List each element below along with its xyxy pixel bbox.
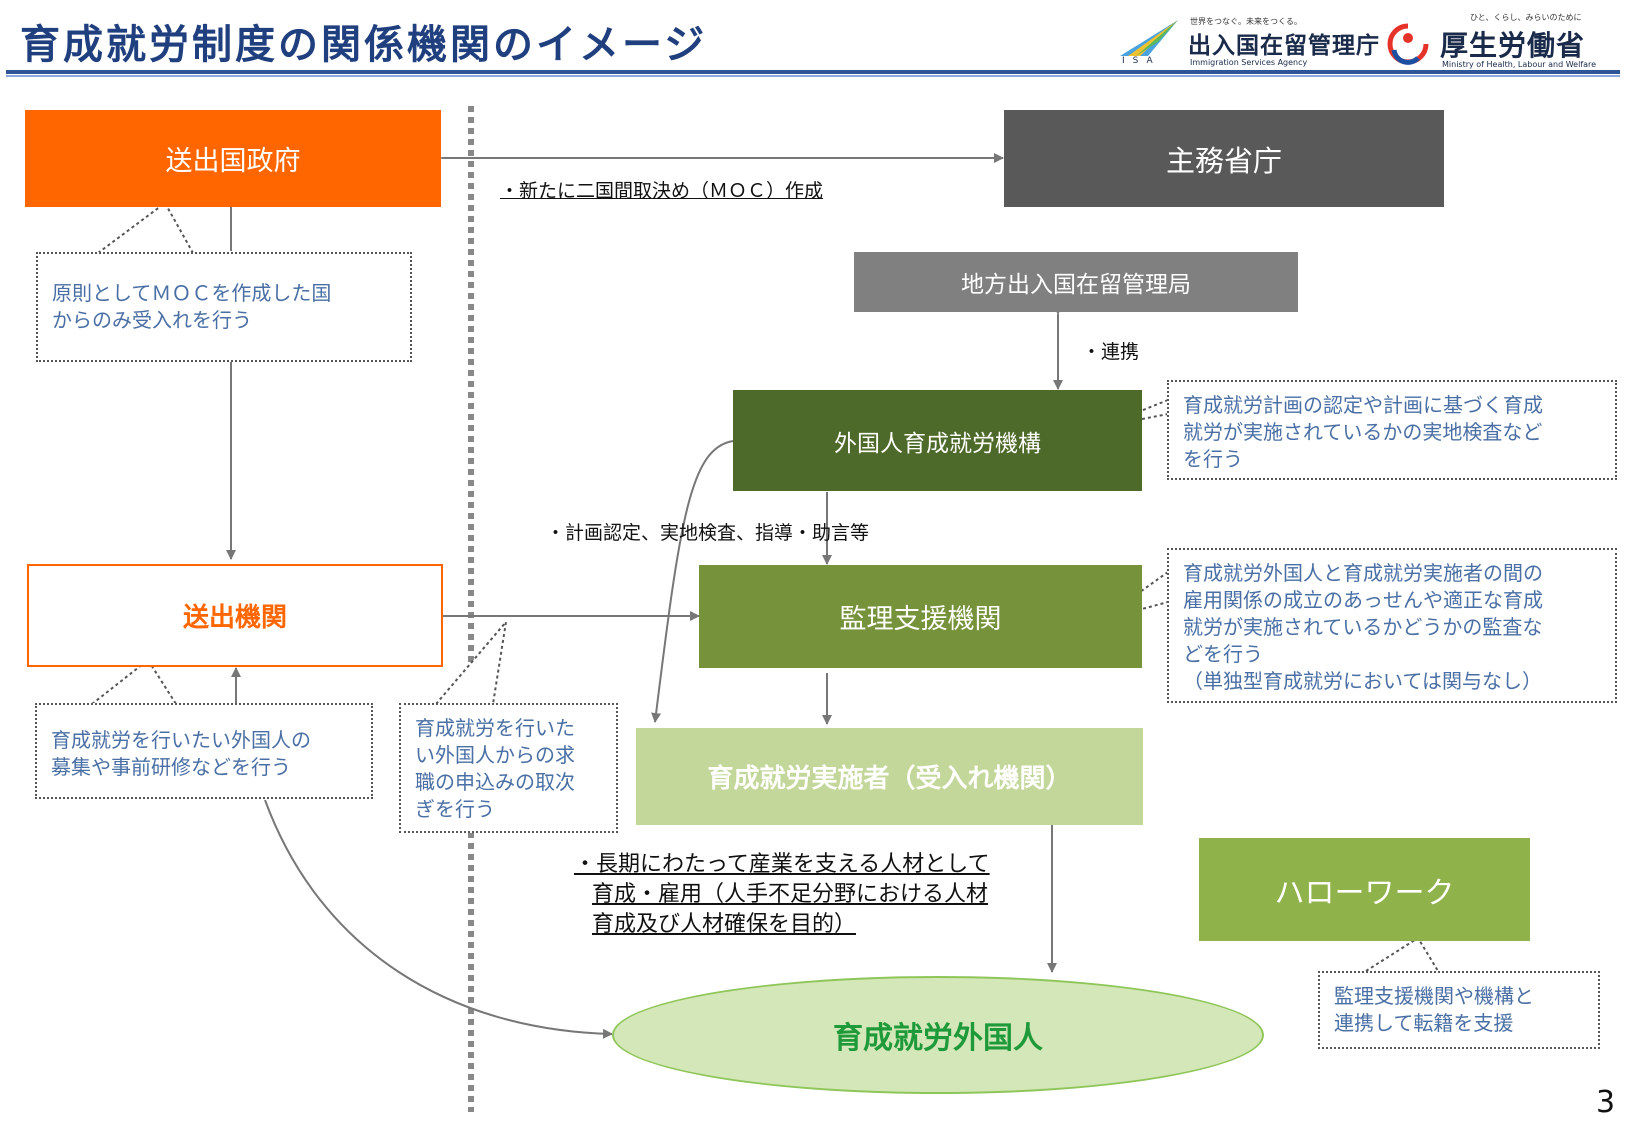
- note-line: 募集や事前研修などを行う: [51, 755, 291, 779]
- page-title: 育成就労制度の関係機関のイメージ: [20, 22, 708, 68]
- note-line: 就労が実施されているかどうかの監査な: [1183, 615, 1543, 639]
- mhlw-tagline: ひと、くらし、みらいのために: [1470, 13, 1582, 22]
- note-line: 育成就労を行いた: [415, 716, 575, 740]
- title-underline-light: [6, 75, 1620, 77]
- note-supervisory-role: 育成就労外国人と育成就労実施者の間の 雇用関係の成立のあっせんや適正な育成 就労…: [1167, 548, 1617, 703]
- mhlw-logo: ひと、くらし、みらいのために 厚生労働省 Ministry of Health,…: [1384, 10, 1604, 70]
- note-line: 育成就労を行いたい外国人の: [51, 728, 311, 752]
- note-sending-agency-role: 育成就労を行いたい外国人の 募集や事前研修などを行う: [35, 703, 373, 799]
- label-cooperation: ・連携: [1082, 341, 1140, 363]
- node-hello-work: ハローワーク: [1199, 838, 1530, 941]
- note-line: 育成就労外国人と育成就労実施者の間の: [1183, 561, 1543, 585]
- note-line: 連携して転籍を支援: [1334, 1011, 1514, 1035]
- org-to-implementer-curve: [651, 440, 734, 723]
- label-plan-certification: ・計画認定、実地検査、指導・助言等: [546, 522, 870, 544]
- callout-pointer-job: [435, 618, 508, 705]
- callout-pointer-agency: [91, 658, 177, 705]
- node-competent-ministries: 主務省庁: [1004, 110, 1444, 207]
- label-long-term-line: ・長期にわたって産業を支える人材として: [574, 852, 990, 877]
- node-foreign-trainee: 育成就労外国人: [612, 976, 1264, 1094]
- label-long-term-line: 育成及び人材確保を目的）: [592, 912, 857, 937]
- note-line: ぎを行う: [415, 797, 495, 821]
- note-line: い外国人からの求: [415, 743, 575, 767]
- callout-pointer-moc: [97, 201, 194, 254]
- node-sending-government: 送出国政府: [25, 110, 441, 207]
- note-line: 雇用関係の成立のあっせんや適正な育成: [1183, 588, 1543, 612]
- node-regional-immigration: 地方出入国在留管理局: [854, 252, 1298, 312]
- isa-english: Immigration Services Agency: [1190, 58, 1308, 67]
- isa-name: 出入国在留管理庁: [1188, 33, 1380, 59]
- note-line: 原則としてＭＯＣを作成した国: [52, 281, 332, 305]
- isa-abbr: ISA: [1122, 56, 1161, 66]
- note-job-application: 育成就労を行いた い外国人からの求 職の申込みの取次 ぎを行う: [399, 703, 618, 833]
- callout-pointer-hellowork: [1365, 936, 1439, 972]
- note-line: 育成就労計画の認定や計画に基づく育成: [1183, 393, 1543, 417]
- node-implementer: 育成就労実施者（受入れ機関）: [636, 728, 1143, 825]
- node-supervisory-support: 監理支援機関: [699, 565, 1142, 668]
- mhlw-name: 厚生労働省: [1440, 29, 1586, 62]
- note-line: 職の申込みの取次: [415, 770, 575, 794]
- note-hello-work-role: 監理支援機関や機構と 連携して転籍を支援: [1318, 971, 1600, 1049]
- title-underline: [6, 70, 1620, 74]
- label-long-term: ・長期にわたって産業を支える人材として 育成・雇用（人手不足分野における人材 育…: [574, 850, 990, 940]
- note-line: を行う: [1183, 447, 1243, 471]
- mhlw-english: Ministry of Health, Labour and Welfare: [1442, 60, 1597, 69]
- node-foreign-org: 外国人育成就労機構: [733, 390, 1142, 491]
- note-line: 就労が実施されているかの実地検査など: [1183, 420, 1543, 444]
- page-number: 3: [1596, 1085, 1616, 1120]
- label-long-term-line: 育成・雇用（人手不足分野における人材: [592, 882, 989, 907]
- isa-tagline: 世界をつなぐ。未来をつくる。: [1190, 17, 1302, 26]
- note-org-role: 育成就労計画の認定や計画に基づく育成 就労が実施されているかの実地検査など を行…: [1167, 380, 1617, 480]
- isa-swoosh-icon: [1120, 20, 1178, 56]
- note-line: どを行う: [1183, 642, 1263, 666]
- note-line: （単独型育成就労においては関与なし）: [1183, 669, 1542, 693]
- node-sending-agency: 送出機関: [27, 564, 443, 667]
- agency-to-trainee-curve: [264, 799, 613, 1039]
- note-moc-country: 原則としてＭＯＣを作成した国 からのみ受入れを行う: [36, 252, 412, 362]
- note-line: 監理支援機関や機構と: [1334, 984, 1534, 1008]
- isa-logo: ISA 世界をつなぐ。未来をつくる。 出入国在留管理庁 Immigration …: [1118, 14, 1379, 70]
- label-moc: ・新たに二国間取決め（ＭＯＣ）作成: [500, 180, 824, 202]
- note-line: からのみ受入れを行う: [52, 308, 252, 332]
- mhlw-mark-icon: [1387, 23, 1429, 65]
